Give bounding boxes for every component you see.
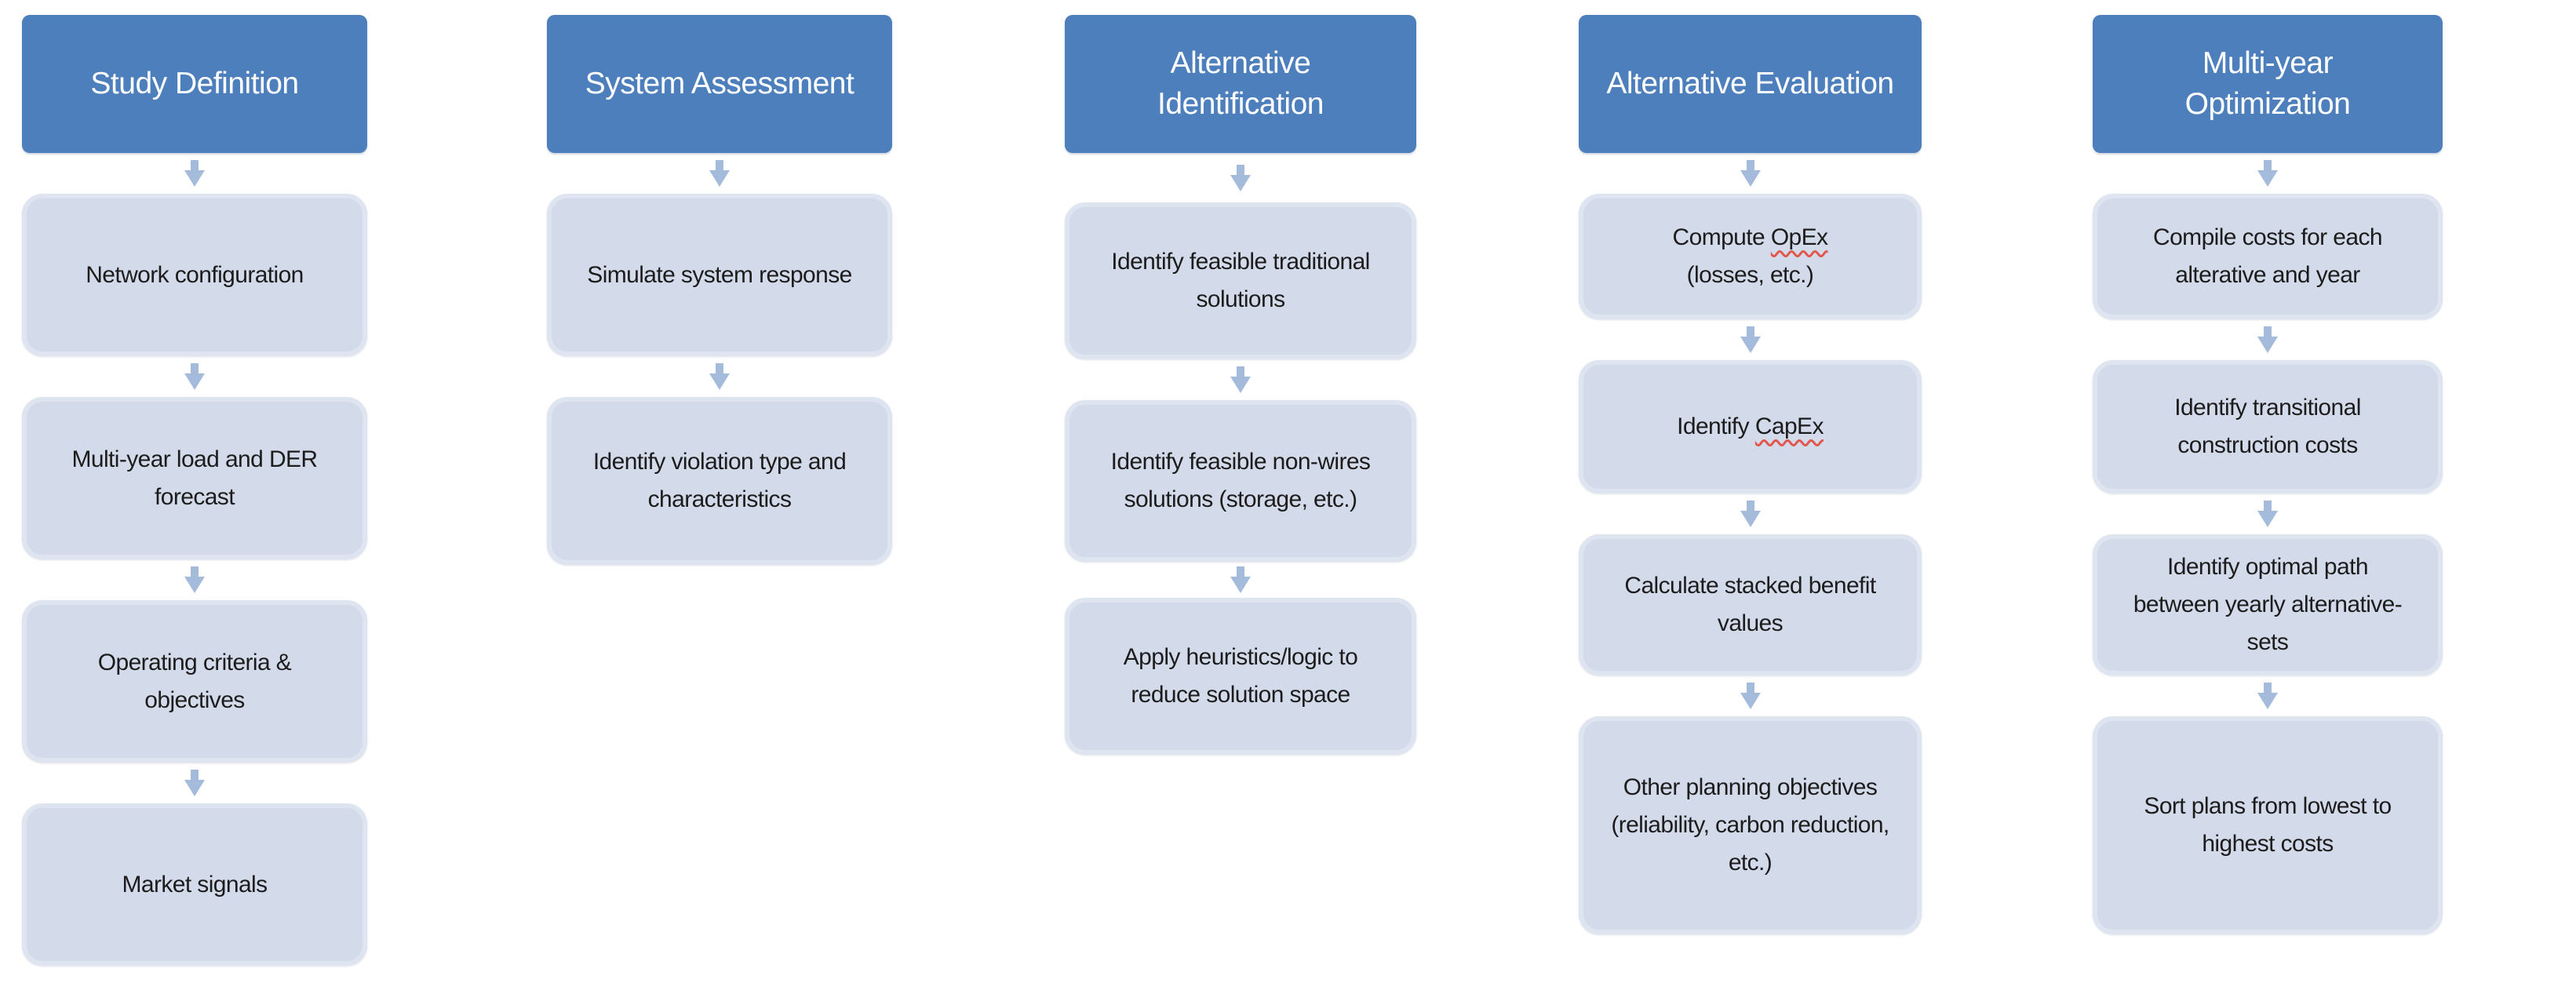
flow-column-header: Alternative Evaluation (1579, 15, 1922, 153)
flow-step: Identify feasible traditional solutions (1065, 202, 1416, 359)
flow-step: Other planning objectives (reliability, … (1579, 716, 1922, 934)
flow-step-label: Compute OpEx (losses, etc.) (1672, 224, 1829, 288)
down-arrow-icon (1230, 366, 1251, 393)
flow-step: Multi-year load and DER forecast (22, 397, 367, 559)
flow-step-label: Simulate system response (587, 261, 852, 288)
flow-step-label: Identify violation type and characterist… (592, 449, 847, 512)
flow-step-label: Calculate stacked benefit values (1624, 573, 1876, 636)
down-arrow-icon (1740, 501, 1761, 527)
flow-column-header: System Assessment (547, 15, 892, 153)
down-arrow-icon (2257, 683, 2278, 709)
flow-step: Simulate system response (547, 194, 892, 356)
flow-step: Operating criteria & objectives (22, 600, 367, 763)
down-arrow-icon (1740, 326, 1761, 353)
down-arrow-icon (184, 160, 205, 187)
flow-column-header: Alternative Identification (1065, 15, 1416, 153)
flow-step-label: Identify feasible traditional solutions (1111, 249, 1370, 312)
down-arrow-icon (2257, 160, 2278, 187)
flow-step-label: Identify feasible non-wires solutions (s… (1110, 449, 1371, 512)
down-arrow-icon (1740, 160, 1761, 187)
flow-step-label: Market signals (122, 871, 268, 898)
flow-step-label: Compile costs for each alterative and ye… (2153, 224, 2383, 288)
flow-step: Apply heuristics/logic to reduce solutio… (1065, 598, 1416, 755)
down-arrow-icon (184, 363, 205, 390)
flow-step-label: Multi-year load and DER forecast (71, 446, 318, 510)
flow-step: Identify transitional construction costs (2093, 360, 2443, 493)
flow-step: Network configuration (22, 194, 367, 356)
down-arrow-icon (1230, 566, 1251, 593)
flow-step-label: Identify CapEx (1677, 413, 1824, 439)
flow-step: Market signals (22, 803, 367, 966)
down-arrow-icon (1740, 683, 1761, 709)
down-arrow-icon (184, 566, 205, 593)
flow-column-header: Multi-year Optimization (2093, 15, 2443, 153)
flow-step-label: Network configuration (86, 261, 304, 288)
flow-step: Identify optimal path between yearly alt… (2093, 534, 2443, 675)
flow-step-label: Identify optimal path between yearly alt… (2133, 554, 2403, 655)
flow-column-header-label: System Assessment (585, 67, 854, 100)
flow-step-label: Sort plans from lowest to highest costs (2144, 793, 2392, 857)
flow-column-header-label: Multi-year Optimization (2184, 46, 2351, 121)
flow-step-label: Other planning objectives (reliability, … (1611, 774, 1889, 876)
down-arrow-icon (184, 770, 205, 796)
flow-step: Calculate stacked benefit values (1579, 534, 1922, 675)
down-arrow-icon (2257, 501, 2278, 527)
flow-step: Identify violation type and characterist… (547, 397, 892, 565)
spellcheck-underline: CapEx (1754, 413, 1824, 439)
flow-column-header-label: Alternative Evaluation (1606, 67, 1894, 100)
flow-step-label: Apply heuristics/logic to reduce solutio… (1123, 644, 1358, 708)
flow-column-header: Study Definition (22, 15, 367, 153)
flow-step: Compile costs for each alterative and ye… (2093, 194, 2443, 319)
flow-step-label: Identify transitional construction costs (2174, 395, 2361, 458)
flow-step: Identify CapEx (1579, 360, 1922, 493)
down-arrow-icon (2257, 326, 2278, 353)
flow-step: Identify feasible non-wires solutions (s… (1065, 400, 1416, 562)
flow-step: Compute OpEx (losses, etc.) (1579, 194, 1922, 319)
flow-column-header-label: Alternative Identification (1157, 46, 1324, 121)
flow-column-header-label: Study Definition (90, 67, 299, 100)
flow-step-label: Operating criteria & objectives (97, 649, 292, 713)
down-arrow-icon (709, 363, 730, 390)
down-arrow-icon (1230, 164, 1251, 191)
down-arrow-icon (709, 160, 730, 187)
spellcheck-underline: OpEx (1770, 224, 1828, 250)
flow-step: Sort plans from lowest to highest costs (2093, 716, 2443, 934)
